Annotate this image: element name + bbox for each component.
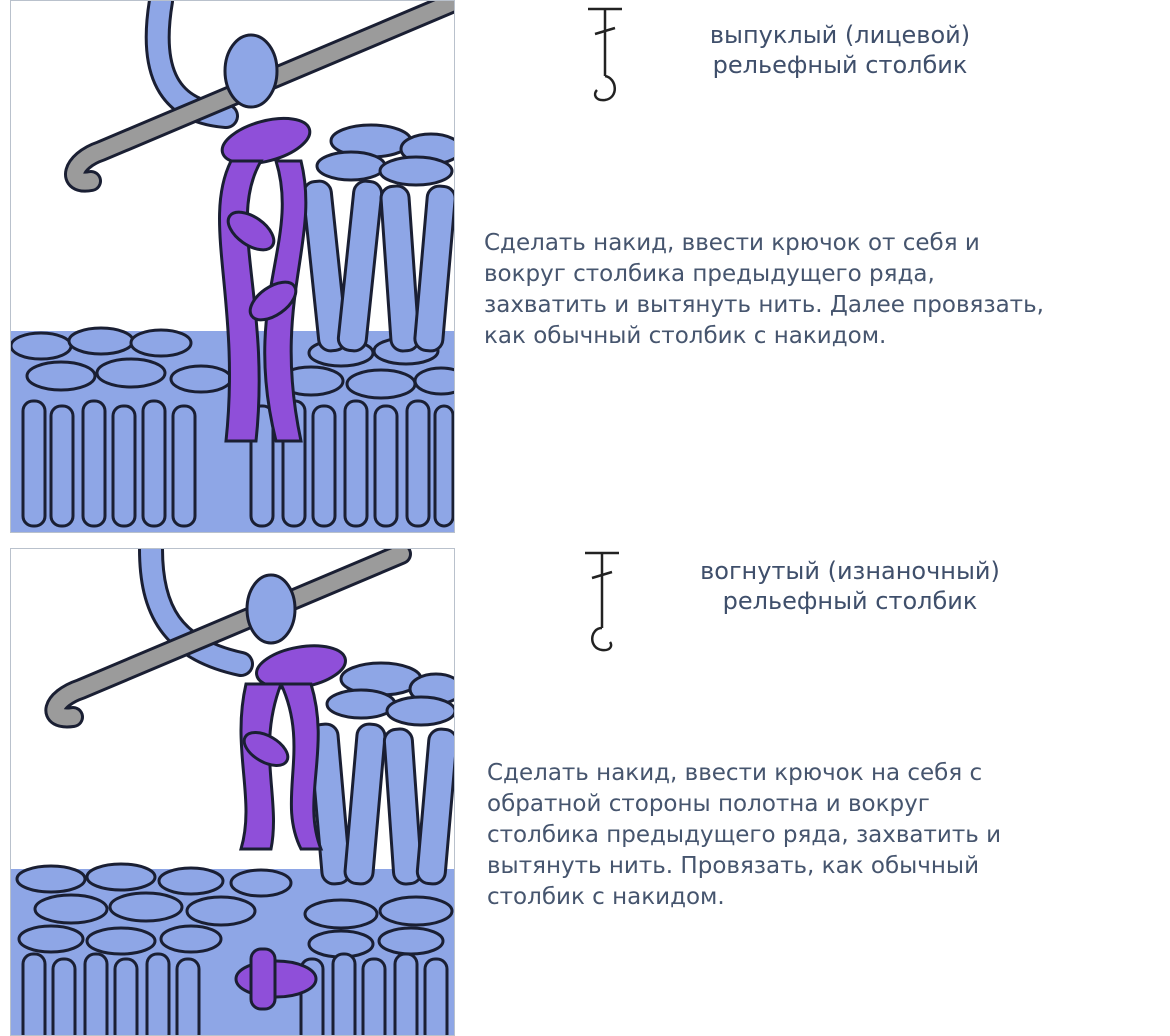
description-line: столбик с накидом.	[487, 884, 725, 910]
back-post-description: Сделать накид, ввести крючок на себя с о…	[487, 758, 1001, 913]
description-line: Сделать накид, ввести крючок на себя с	[487, 760, 983, 786]
fabric-rows	[11, 661, 454, 1035]
front-post-illustration	[10, 0, 455, 533]
back-post-title-line1: вогнутый (изнаночный)	[700, 557, 1000, 585]
description-line: вытянуть нить. Провязать, как обычный	[487, 853, 980, 879]
post-stitch-highlight	[218, 116, 312, 443]
description-line: Сделать накид, ввести крючок от себя и	[484, 230, 980, 256]
back-post-illustration	[10, 548, 455, 1036]
post-stitch-highlight	[234, 644, 347, 1011]
description-line: как обычный столбик с накидом.	[484, 323, 887, 349]
front-post-description: Сделать накид, ввести крючок от себя и в…	[484, 228, 1044, 352]
back-post-title: вогнутый (изнаночный) рельефный столбик	[660, 556, 1040, 616]
back-post-double-crochet-symbol	[585, 551, 619, 652]
description-line: столбика предыдущего ряда, захватить и	[487, 822, 1002, 848]
crochet-hook	[64, 1, 454, 193]
crochet-hook	[44, 549, 412, 729]
description-line: вокруг столбика предыдущего ряда,	[484, 261, 935, 287]
front-post-title-line1: выпуклый (лицевой)	[709, 21, 971, 49]
front-post-double-crochet-symbol	[588, 7, 622, 102]
back-post-title-line2: рельефный столбик	[722, 587, 978, 615]
description-line: обратной стороны полотна и вокруг	[487, 791, 930, 817]
description-line: захватить и вытянуть нить. Далее провяза…	[484, 292, 1044, 318]
front-post-title: выпуклый (лицевой) рельефный столбик	[660, 20, 1020, 80]
front-post-title-line2: рельефный столбик	[712, 51, 968, 79]
